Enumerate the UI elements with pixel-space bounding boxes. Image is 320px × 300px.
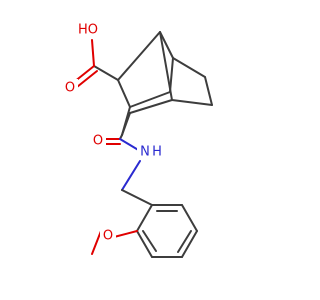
- bond-ch2-ring: [121, 189, 153, 206]
- hydroxyl-oxygen-label: HO: [78, 23, 98, 38]
- ring-bond-2: [181, 204, 198, 232]
- bond-c4-c5: [172, 57, 206, 78]
- molecule-structure-diagram: HO O O N H O: [62, 21, 213, 258]
- bond-c6-c7: [171, 99, 213, 106]
- bond-methoxy-o-ch3: [91, 230, 102, 255]
- benzene-ring: [136, 204, 198, 258]
- bond-carboxyl-double-o-2: [76, 70, 98, 88]
- bond-c9-c1: [121, 106, 131, 136]
- mask-methoxy-oxygen: [100, 228, 116, 246]
- bond-c5-c6: [204, 76, 213, 106]
- bond-bridge-top: [117, 31, 161, 81]
- carbonyl-oxygen-acid-label: O: [65, 81, 75, 96]
- carboxylic-acid-group: HO O: [62, 21, 119, 97]
- amide-hydrogen-label: H: [152, 145, 162, 160]
- ring-bond-3: [181, 230, 198, 258]
- bond-c2-c3: [129, 91, 171, 108]
- bond-ring-methoxy-o: [113, 230, 138, 238]
- bond-carboxyl-oh: [91, 39, 95, 67]
- norbornane-cage: [117, 31, 213, 136]
- ring-bond-6: [136, 204, 153, 232]
- ring-inner-bond-3: [142, 230, 157, 252]
- carbonyl-oxygen-amide-label: O: [93, 134, 103, 149]
- methoxy-oxygen-label: O: [103, 229, 113, 244]
- amide-nitrogen-label: N: [140, 145, 150, 160]
- bond-c1-c2: [117, 79, 131, 108]
- bond-bridge-down: [159, 31, 173, 101]
- mask-hydroxyl: [73, 21, 103, 39]
- mask-carboxyl-oxygen: [62, 79, 78, 97]
- methoxy-group: O: [91, 228, 138, 255]
- bond-n-ch2: [121, 160, 141, 191]
- mask-amide-oxygen: [90, 132, 106, 150]
- ring-inner-bond-2: [177, 230, 192, 253]
- bond-bridge-right: [159, 31, 174, 59]
- bond-amide-n: [119, 138, 141, 152]
- amide-group: O N H: [90, 132, 165, 161]
- mask-amide-nitrogen: [137, 143, 165, 161]
- benzyl-group: [121, 160, 153, 206]
- bond-c7-c8: [129, 99, 173, 114]
- ring-bond-5: [136, 230, 153, 258]
- bond-c-carboxyl: [93, 65, 119, 81]
